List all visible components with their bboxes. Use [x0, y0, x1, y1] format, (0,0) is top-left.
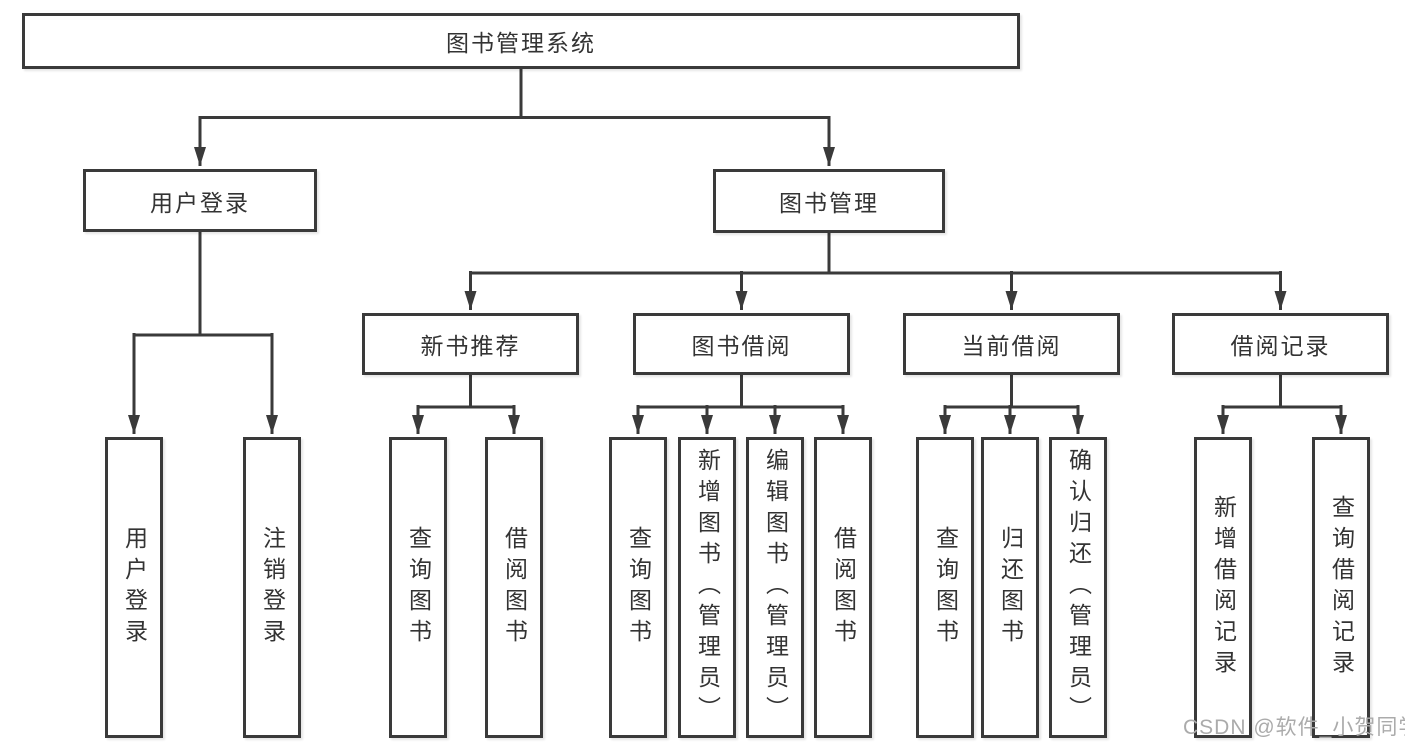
- node-root-label: 图书管理系统: [446, 30, 596, 56]
- node-leaf-br-query-record-label: 查询借阅记录: [1328, 494, 1355, 681]
- node-leaf-bb-query-books-label: 查询图书: [625, 525, 652, 650]
- node-leaf-cb-query-books-label: 查询图书: [932, 525, 959, 650]
- node-leaf-br-query-record: 查询借阅记录: [1312, 437, 1370, 738]
- node-leaf-user-login-label: 用户登录: [121, 525, 148, 650]
- node-leaf-cb-confirm-return-admin: 确认归还（管理员）: [1049, 437, 1107, 738]
- node-leaf-rec-borrow-books-label: 借阅图书: [501, 525, 528, 650]
- node-book-borrowing: 图书借阅: [633, 313, 850, 375]
- node-leaf-bb-edit-books-admin-label: 编辑图书（管理员）: [762, 448, 789, 727]
- node-user-login-label: 用户登录: [150, 189, 250, 216]
- node-leaf-bb-borrow-books: 借阅图书: [814, 437, 872, 738]
- node-leaf-bb-query-books: 查询图书: [609, 437, 667, 738]
- node-leaf-logout: 注销登录: [243, 437, 301, 738]
- node-leaf-bb-borrow-books-label: 借阅图书: [830, 525, 857, 650]
- node-current-borrowing: 当前借阅: [903, 313, 1120, 375]
- node-leaf-cb-return-books-label: 归还图书: [997, 525, 1024, 650]
- node-leaf-bb-add-books-admin: 新增图书（管理员）: [678, 437, 736, 738]
- node-borrowing-records: 借阅记录: [1172, 313, 1389, 375]
- node-leaf-logout-label: 注销登录: [259, 525, 286, 650]
- node-leaf-br-add-record: 新增借阅记录: [1194, 437, 1252, 738]
- csdn-watermark: CSDN @软件_小贺同学: [1183, 716, 1405, 739]
- node-leaf-rec-borrow-books: 借阅图书: [485, 437, 543, 738]
- node-borrowing-records-label: 借阅记录: [1230, 333, 1331, 359]
- node-book-borrowing-label: 图书借阅: [691, 333, 792, 359]
- node-book-management: 图书管理: [713, 169, 945, 233]
- node-root: 图书管理系统: [22, 13, 1020, 69]
- node-leaf-bb-add-books-admin-label: 新增图书（管理员）: [694, 448, 721, 727]
- node-leaf-bb-edit-books-admin: 编辑图书（管理员）: [746, 437, 804, 738]
- node-leaf-rec-query-books: 查询图书: [389, 437, 447, 738]
- node-leaf-cb-return-books: 归还图书: [981, 437, 1039, 738]
- node-leaf-user-login: 用户登录: [105, 437, 163, 738]
- node-new-book-recommend: 新书推荐: [362, 313, 579, 375]
- node-user-login: 用户登录: [83, 169, 317, 232]
- node-current-borrowing-label: 当前借阅: [961, 333, 1062, 359]
- node-new-book-recommend-label: 新书推荐: [420, 333, 521, 359]
- node-leaf-br-add-record-label: 新增借阅记录: [1210, 494, 1237, 681]
- node-leaf-cb-confirm-return-admin-label: 确认归还（管理员）: [1065, 448, 1092, 727]
- node-book-management-label: 图书管理: [779, 190, 879, 216]
- node-leaf-rec-query-books-label: 查询图书: [405, 525, 432, 650]
- node-leaf-cb-query-books: 查询图书: [916, 437, 974, 738]
